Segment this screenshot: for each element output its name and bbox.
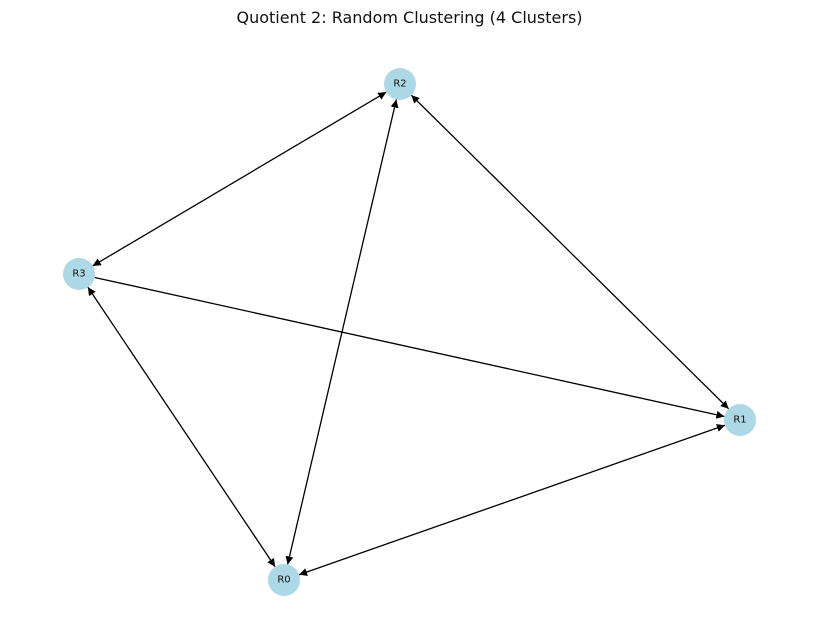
node-label: R3 [72,269,85,280]
node-r0: R0 [268,564,300,596]
edge-r2-r1 [410,94,730,410]
node-label: R0 [277,575,290,586]
node-circle [384,68,416,100]
edge-r0-r1 [298,424,726,576]
edge-r2-r3 [92,91,387,267]
node-label: R2 [393,79,406,90]
node-r1: R1 [724,404,756,436]
node-circle [63,258,95,290]
node-label: R1 [733,415,746,426]
edges-layer [87,91,730,576]
diagram-title: Quotient 2: Random Clustering (4 Cluster… [236,8,583,27]
node-circle [268,564,300,596]
node-r2: R2 [384,68,416,100]
node-r3: R3 [63,258,95,290]
edge-r3-r0 [87,286,276,568]
edge-r3-r1 [94,276,725,419]
node-circle [724,404,756,436]
